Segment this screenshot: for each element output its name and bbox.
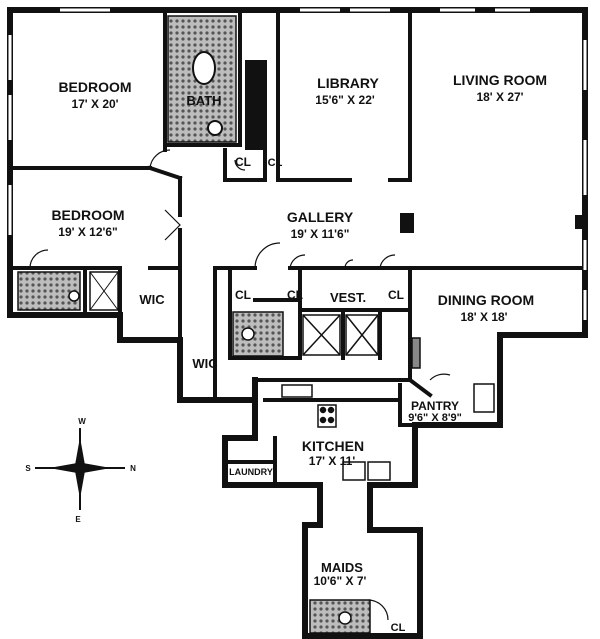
closet-label: CL [235, 155, 251, 169]
closet-label: CL [268, 157, 283, 169]
closet-label: CL [388, 288, 404, 302]
laundry-name: LAUNDRY [229, 467, 273, 477]
compass-north-label: N [130, 464, 136, 473]
bedroom2-name: BEDROOM [51, 207, 124, 223]
walk-in-closet-label: WIC [139, 292, 165, 307]
kitchen-dims: 17' X 11' [309, 454, 356, 468]
dining-room-dims: 18' X 18' [460, 310, 507, 324]
closet-label: CL [391, 622, 406, 634]
interior-walls [8, 8, 587, 487]
compass-west-label: W [78, 417, 86, 426]
kitchen-name: KITCHEN [302, 438, 364, 454]
closet-label: CL [235, 288, 251, 302]
gallery-dims: 19' X 11'6" [291, 227, 350, 241]
pantry-name: PANTRY [411, 399, 459, 413]
compass-rose [35, 428, 125, 510]
maids-name: MAIDS [321, 560, 363, 575]
closet-label: CL [287, 288, 303, 302]
gallery-name: GALLERY [287, 209, 354, 225]
maids-dims: 10'6" X 7' [314, 574, 367, 588]
bath-fixtures [17, 15, 371, 634]
exterior-walls [7, 7, 588, 639]
kitchen-fixtures [281, 337, 495, 481]
door-swings [29, 149, 451, 621]
bedroom1-name: BEDROOM [58, 79, 131, 95]
structural-columns [245, 60, 587, 233]
elevators [302, 314, 379, 356]
bedroom1-dims: 17' X 20' [71, 97, 118, 111]
dining-room-name: DINING ROOM [438, 292, 534, 308]
bath-name: BATH [186, 93, 221, 108]
living-room-dims: 18' X 27' [476, 90, 523, 104]
pantry-dims: 9'6" X 8'9" [408, 412, 462, 424]
windows [8, 8, 587, 320]
library-dims: 15'6" X 22' [315, 93, 375, 107]
living-room-name: LIVING ROOM [453, 72, 547, 88]
compass-east-label: E [75, 515, 81, 524]
bedroom2-dims: 19' X 12'6" [58, 225, 117, 239]
walk-in-closet-label: WIC [192, 356, 218, 371]
compass-south-label: S [25, 464, 31, 473]
vestibule-name: VEST. [330, 290, 366, 305]
library-name: LIBRARY [317, 75, 379, 91]
